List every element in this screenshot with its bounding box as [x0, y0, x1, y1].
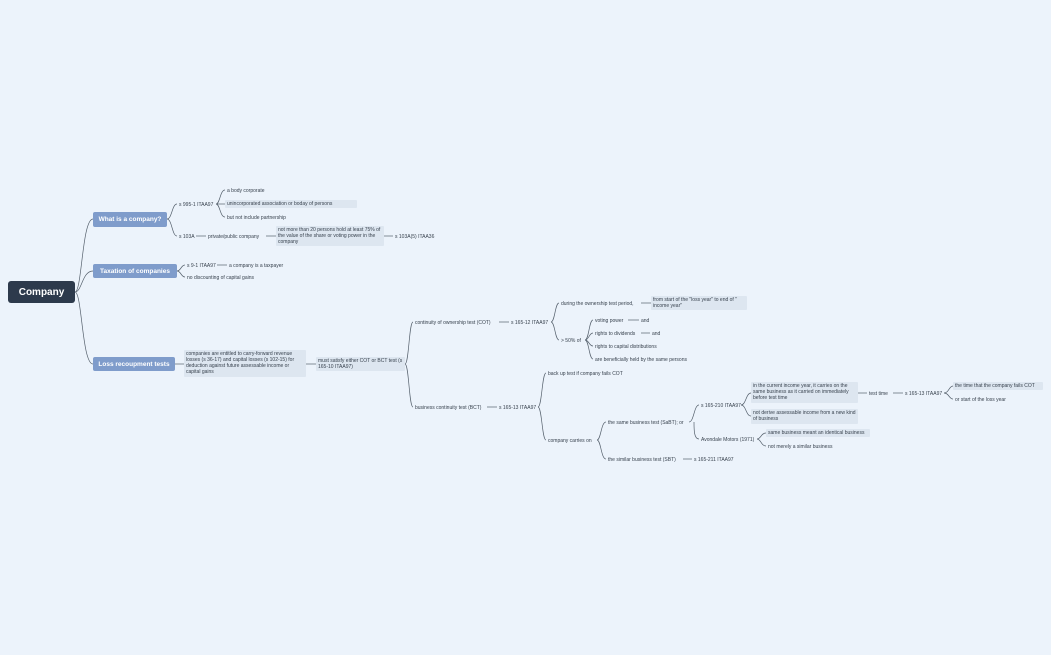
node-and-1[interactable]: and [641, 318, 650, 324]
node-time-fails-cot[interactable]: the time that the company fails COT [953, 382, 1043, 390]
node-same-business-test[interactable]: the same business test (SaBT); or [608, 420, 684, 426]
node-current-income-year[interactable]: in the current income year, it carries o… [751, 382, 858, 403]
node-similar-business-test[interactable]: the similar business test (SBT) [608, 457, 676, 463]
node-rights-dividends[interactable]: rights to dividends [595, 331, 636, 337]
node-avondale-motors[interactable]: Avondale Motors (1971) [701, 437, 755, 443]
node-start-loss-year[interactable]: or start of the loss year [955, 397, 1006, 403]
node-s165-210[interactable]: s 165-210 ITAA97 [701, 403, 741, 409]
topic-what-is-a-company[interactable]: What is a company? [93, 212, 167, 227]
node-no-discounting[interactable]: no discounting of capital gains [187, 275, 254, 281]
node-not-more-than-20[interactable]: not more than 20 persons hold at least 7… [276, 226, 384, 246]
node-s165-12[interactable]: s 165-12 ITAA97 [511, 320, 549, 326]
node-entitled-carry-forward[interactable]: companies are entitled to carry-forward … [184, 350, 306, 377]
node-and-2[interactable]: and [652, 331, 661, 337]
node-s103a5[interactable]: s 103A(5) ITAA36 [395, 234, 435, 240]
node-beneficially-held[interactable]: are beneficially held by the same person… [595, 357, 687, 363]
node-from-start-loss-year[interactable]: from start of the "loss year" to end of … [651, 296, 747, 310]
node-voting-power[interactable]: voting power [595, 318, 624, 324]
node-partnership[interactable]: but not include partnership [227, 215, 286, 221]
node-s103a[interactable]: s 103A [179, 234, 195, 240]
root-node-company[interactable]: Company [8, 281, 75, 303]
topic-loss-recoupment-tests[interactable]: Loss recoupment tests [93, 357, 175, 371]
node-bct[interactable]: business continuity test (BCT) [415, 405, 482, 411]
node-company-carries-on[interactable]: company carries on [548, 438, 592, 444]
node-body-corporate[interactable]: a body corporate [227, 188, 265, 194]
node-back-up-test[interactable]: back up test if company fails COT [548, 371, 623, 377]
node-not-merely-similar[interactable]: not merely a similar business [768, 444, 833, 450]
node-s165-13b[interactable]: s 165-13 ITAA97 [905, 391, 943, 397]
node-identical-business[interactable]: same business meant an identical busines… [766, 429, 870, 437]
node-taxpayer[interactable]: a company is a taxpayer [229, 263, 284, 269]
node-s995-1[interactable]: s 995-1 ITAA97 [179, 202, 214, 208]
node-during-ownership[interactable]: during the ownership test period, [561, 301, 634, 307]
topic-taxation-of-companies[interactable]: Taxation of companies [93, 264, 177, 278]
node-cot[interactable]: continuity of ownership test (COT) [415, 320, 491, 326]
node-s165-13[interactable]: s 165-13 ITAA97 [499, 405, 537, 411]
node-unincorporated[interactable]: unincorporated association or boday of p… [225, 200, 357, 208]
node-s9-1[interactable]: s 9-1 ITAA97 [187, 263, 216, 269]
node-s165-211[interactable]: s 165-211 ITAA97 [694, 457, 734, 463]
node-greater-than-50[interactable]: > 50% of [561, 338, 581, 344]
node-must-satisfy[interactable]: must satisfy either COT or BCT test (s 1… [316, 357, 405, 371]
node-test-time[interactable]: test time [869, 391, 888, 397]
node-not-derive-income[interactable]: not derive assessable income from a new … [751, 409, 858, 424]
node-rights-capital[interactable]: rights to capital distributions [595, 344, 657, 350]
node-private-public[interactable]: private/public company [208, 234, 260, 240]
